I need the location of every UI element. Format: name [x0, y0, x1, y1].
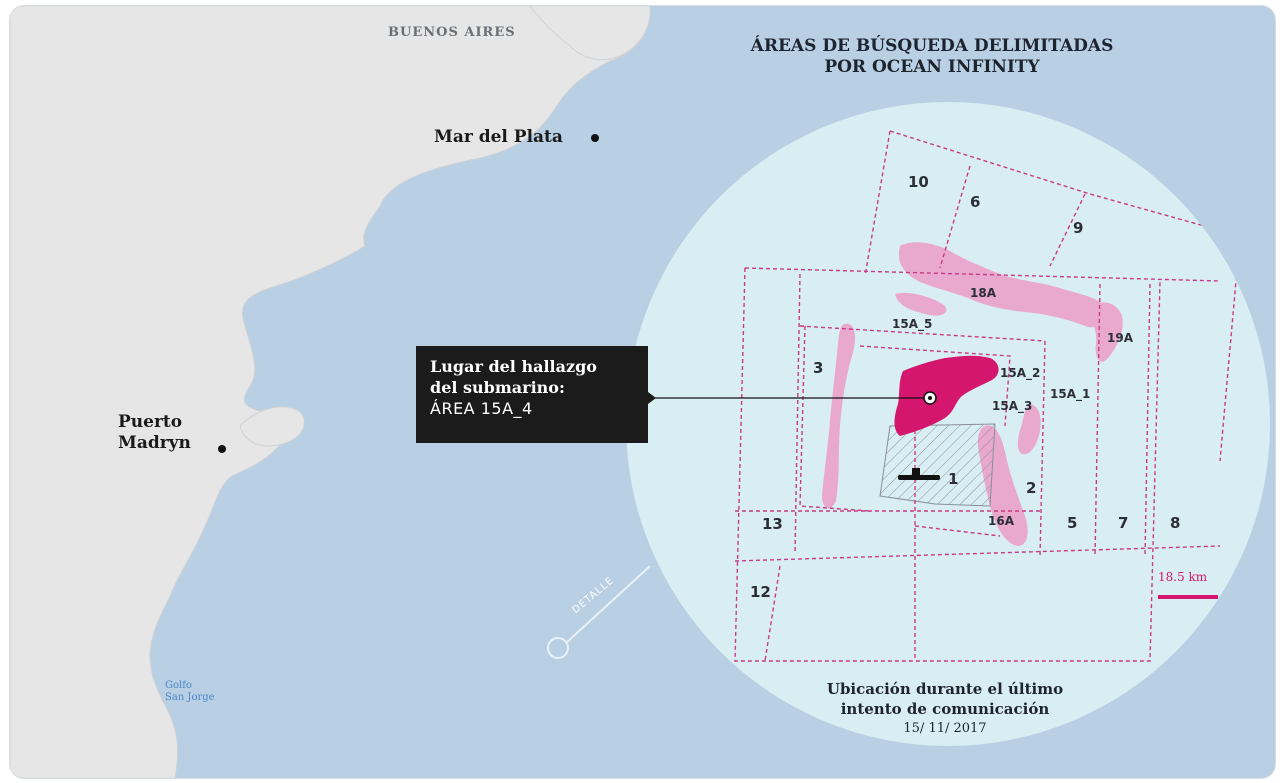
pink-search-shapes	[822, 242, 1123, 546]
zone-label-15a1: 15A_1	[1050, 387, 1091, 401]
finding-callout: Lugar del hallazgo del submarino: ÁREA 1…	[416, 346, 648, 443]
base-map	[10, 6, 1275, 778]
zone-label-7: 7	[1118, 514, 1129, 532]
land-mass	[10, 6, 651, 778]
puerto-madryn-dot	[218, 445, 226, 453]
zone-label-13: 13	[762, 515, 783, 533]
land-uruguay	[529, 6, 651, 61]
callout-area: ÁREA 15A_4	[430, 399, 533, 418]
zone-label-12: 12	[750, 583, 771, 601]
caption-date: 15/ 11/ 2017	[903, 721, 987, 736]
zone-label-15a5: 15A_5	[892, 317, 933, 331]
submarine-icon	[898, 468, 940, 480]
zone-label-15a2: 15A_2	[1000, 366, 1041, 380]
zone-label-5: 5	[1067, 514, 1078, 532]
hatched-area-1	[879, 423, 996, 507]
zone-label-16a: 16A	[988, 514, 1014, 528]
label-madryn: Madryn	[118, 433, 191, 453]
map-frame: BUENOS AIRES Mar del Plata Puerto Madryn…	[10, 6, 1275, 778]
zone-label-1: 1	[948, 470, 959, 488]
zone-label-6: 6	[970, 193, 981, 211]
zone-label-3: 3	[813, 359, 824, 377]
label-buenos-aires: BUENOS AIRES	[388, 25, 516, 40]
zone-label-15a3: 15A_3	[992, 399, 1033, 413]
land-peninsula	[239, 406, 305, 447]
zone-label-8: 8	[1170, 514, 1181, 532]
scale-label: 18.5 km	[1158, 570, 1208, 584]
label-golfo-san-jorge: Golfo San Jorge	[165, 680, 215, 703]
inset-circle	[626, 102, 1270, 746]
label-puerto: Puerto	[118, 412, 183, 432]
detail-connector	[565, 565, 651, 644]
label-mar-del-plata: Mar del Plata	[434, 127, 563, 147]
found-area-15a4	[894, 355, 999, 436]
zone-label-18a: 18A	[970, 286, 996, 300]
callout-line1: Lugar del hallazgo	[430, 357, 597, 376]
label-puerto-madryn: Puerto Madryn	[118, 412, 191, 454]
zone-label-10: 10	[908, 173, 929, 191]
search-grid	[734, 130, 1241, 662]
inset-title: ÁREAS DE BÚSQUEDA DELIMITADAS POR OCEAN …	[750, 36, 1114, 77]
mar-del-plata-dot	[591, 134, 599, 142]
detail-origin	[547, 637, 569, 659]
inset-caption: Ubicación durante el último intento de c…	[785, 679, 1105, 739]
zone-label-2: 2	[1026, 479, 1037, 497]
zone-label-19a: 19A	[1107, 331, 1133, 345]
zone-label-9: 9	[1073, 219, 1084, 237]
inset-contents	[734, 130, 1241, 662]
callout-line2: del submarino:	[430, 378, 565, 397]
